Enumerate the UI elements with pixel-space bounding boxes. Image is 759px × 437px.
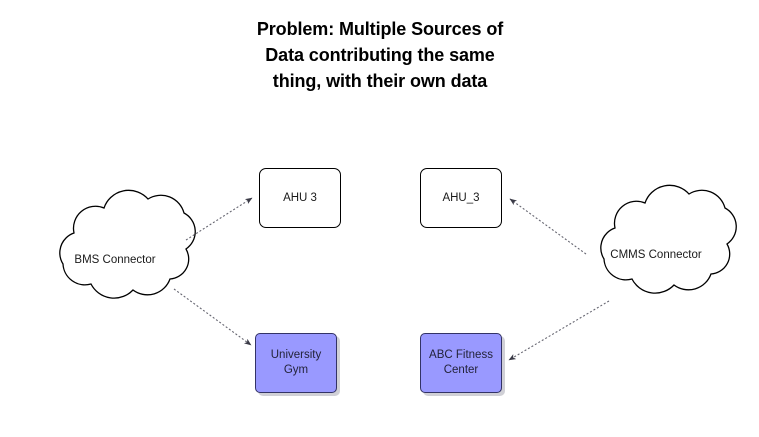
edge-cmms-to-ahu-right (509, 198, 587, 255)
diagram-title: Problem: Multiple Sources of Data contri… (180, 16, 580, 94)
node-university-gym[interactable]: University Gym (255, 333, 337, 393)
cmms-connector-cloud[interactable] (600, 184, 737, 294)
node-abc-fitness-label: ABC Fitness Center (429, 349, 493, 376)
node-university-gym-label: University Gym (270, 349, 322, 376)
edge-cmms-to-abc-fitness (508, 300, 610, 361)
title-line-1: Problem: Multiple Sources of (256, 19, 504, 39)
title-line-2: Data contributing the same (265, 45, 495, 65)
bms-connector-cloud[interactable] (59, 189, 196, 299)
cmms-connector-label: CMMS Connector (610, 249, 702, 261)
node-ahu-right-label: AHU_3 (442, 192, 480, 204)
edge-bms-to-ahu-left (185, 197, 253, 241)
node-ahu-right[interactable]: AHU_3 (420, 168, 502, 228)
node-ahu-left-label: AHU 3 (283, 192, 317, 204)
node-abc-fitness[interactable]: ABC Fitness Center (420, 333, 502, 393)
node-ahu-left[interactable]: AHU 3 (259, 168, 341, 228)
title-line-3: thing, with their own data (272, 71, 488, 91)
edge-bms-to-university-gym (173, 288, 252, 346)
bms-connector-label: BMS Connector (74, 254, 156, 266)
